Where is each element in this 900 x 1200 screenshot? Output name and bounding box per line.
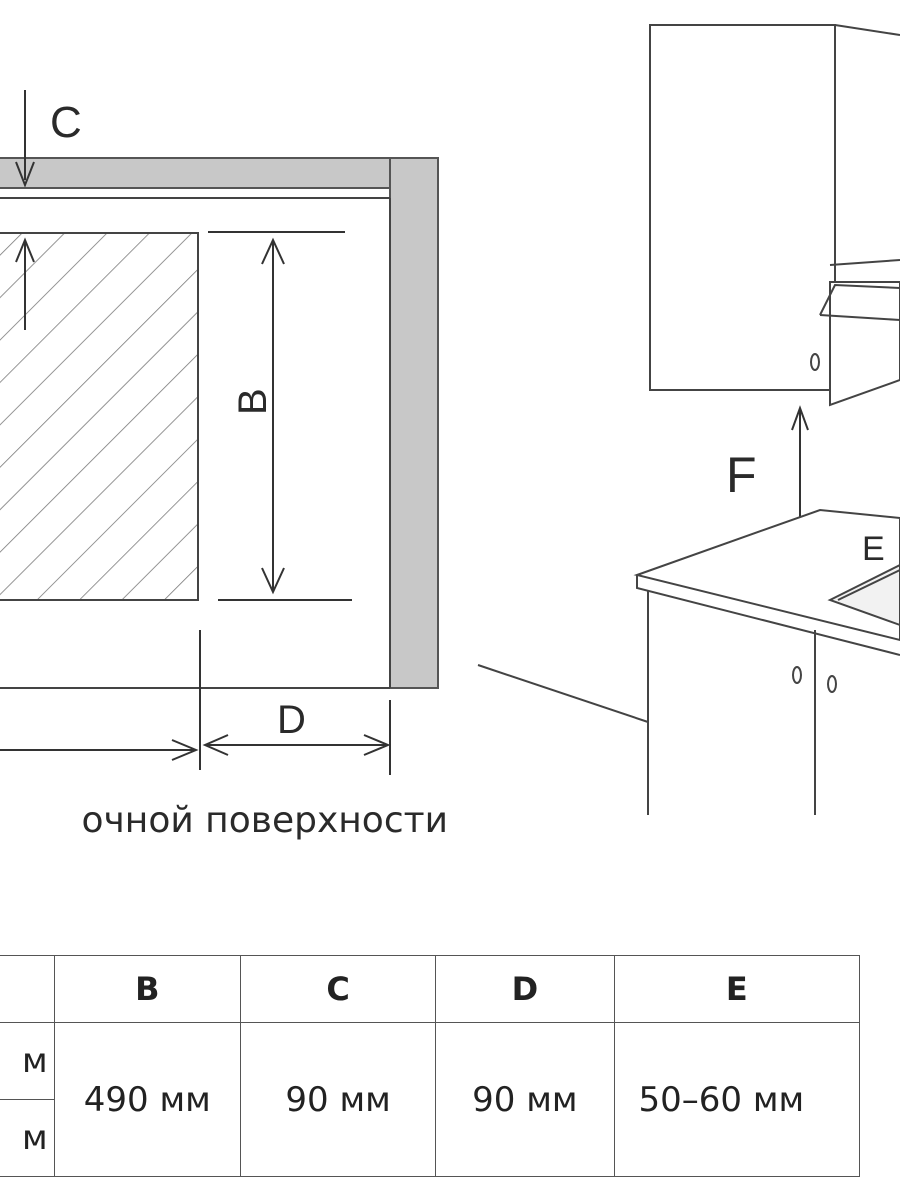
countertop [633,508,900,642]
table-row: м [0,1099,860,1177]
dimension-b [208,231,352,601]
wall-cabinet [649,24,836,391]
label-d: D [277,698,306,742]
hob-top [827,563,900,627]
cabinet-knob [810,353,820,371]
table-cell-row1-first: м [0,1022,55,1100]
label-b: B [231,388,275,415]
header-cell-b: B [53,955,242,1023]
table-cell-d-value: 90 мм [435,1022,615,1177]
base-knob-right [827,675,837,693]
leader-line [477,664,649,723]
dimension-c [15,90,35,330]
label-e: E [862,530,885,568]
hob-cutout-area [0,232,199,601]
cutout-plan: C B D [0,90,439,775]
table-cell-c-value: 90 мм [239,1022,437,1177]
label-f: F [726,447,757,503]
header-cell-blank [0,955,55,1023]
base-knob-left [792,666,802,684]
dimension-d [0,630,391,775]
installation-diagram: C B D [0,24,900,815]
diagram-caption: очной поверхности [81,800,448,841]
range-hood [829,281,900,407]
header-cell-c: C [239,955,437,1023]
dimensions-table: B C D E м 490 мм 90 мм 90 мм 50–60 мм м [0,955,860,1177]
side-wall-strip [389,157,439,689]
kitchen-perspective [633,24,900,815]
table-cell-b-value: 490 мм [53,1022,242,1177]
label-c: C [50,98,82,147]
header-cell-e: E [613,955,860,1023]
table-cell-e-value: 50–60 мм [613,1022,860,1177]
back-wall-strip [0,157,391,189]
header-cell-d: D [435,955,615,1023]
table-header-row: B C D E [0,955,860,1023]
table-row: м 490 мм 90 мм 90 мм 50–60 мм [0,1022,860,1177]
table-cell-row2-first: м [0,1099,55,1177]
